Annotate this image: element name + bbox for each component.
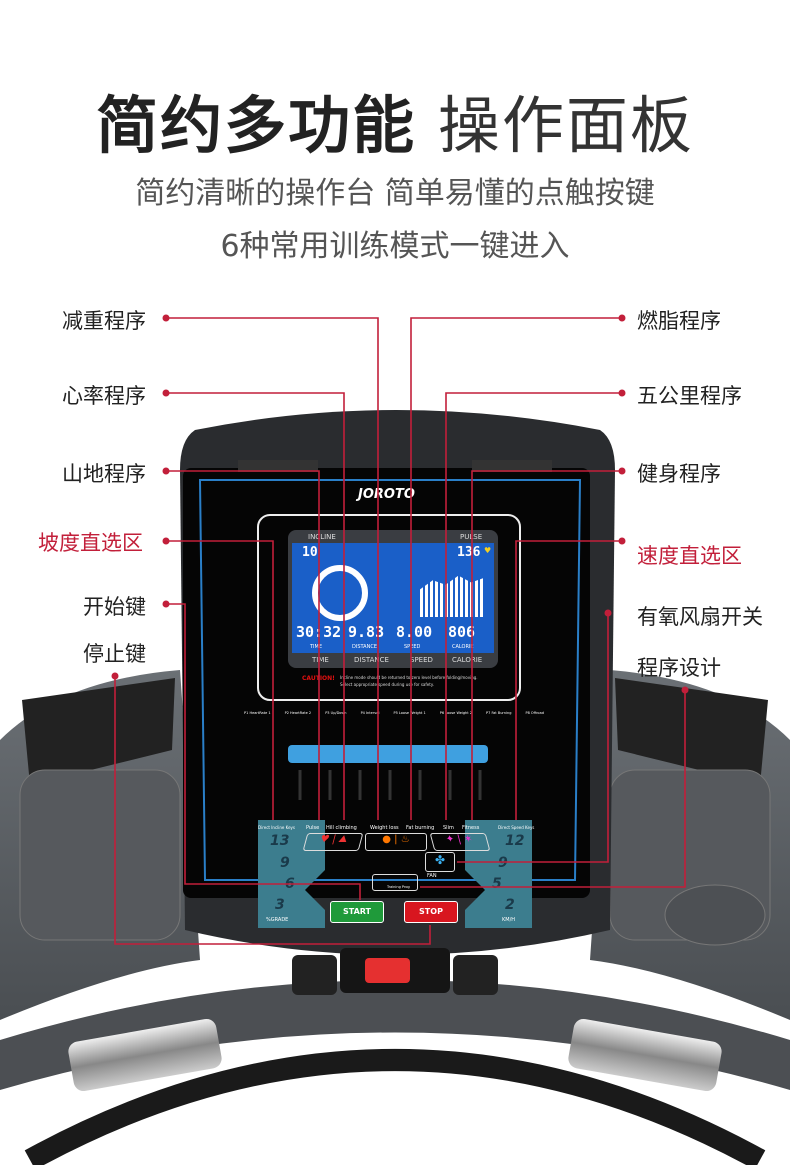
weight-fat-button[interactable]: ● | ♨ (365, 833, 427, 851)
lcd-sub-time: TIME (310, 644, 323, 650)
callout-heart-rate: 心率程序 (62, 384, 146, 408)
callout-fat-burning: 燃脂程序 (637, 309, 721, 333)
lcd-bottom-distance: DISTANCE (354, 656, 389, 664)
lcd-sub-calorie: CALORIE (452, 644, 474, 650)
program-p8: P8 Offroad (525, 711, 544, 715)
speed-key-2[interactable]: 2 (505, 897, 515, 913)
lcd-pulse-label: PULSE (460, 533, 483, 541)
lcd-incline-label: INCLINE (308, 533, 336, 541)
speed-unit: KM/H (502, 917, 516, 923)
training-prog-button[interactable]: Training Prog (372, 874, 418, 891)
incline-key-13[interactable]: 13 (270, 833, 290, 849)
mode-label-slim: Slim (443, 825, 454, 831)
callout-hill: 山地程序 (62, 462, 146, 486)
incline-key-3[interactable]: 3 (275, 897, 285, 913)
program-p1: P1 HeartRate 1 (244, 711, 271, 715)
track-graphic (312, 565, 368, 621)
callout-5km: 五公里程序 (637, 384, 742, 408)
program-p7: P7 Fat Burning (486, 711, 512, 715)
callout-weight-loss: 减重程序 (62, 309, 146, 333)
title-light: 操作面板 (437, 89, 694, 162)
lcd-incline-value: 10 (302, 545, 318, 560)
lcd-distance: 9.83 (348, 623, 385, 641)
speed-keys-title: Direct Speed Keys (498, 825, 535, 830)
callout-stop: 停止键 (83, 642, 146, 666)
caution-text-1: Incline mode should be returned to zero … (340, 675, 478, 680)
page-title: 简约多功能 操作面板 (0, 75, 790, 165)
treadmill-illustration (0, 410, 790, 1165)
lcd-display: INCLINE PULSE 10 136 ♥ 30:32 9.83 8.00 8… (288, 530, 498, 668)
incline-key-9[interactable]: 9 (280, 855, 290, 871)
lcd-speed: 8.00 (396, 623, 433, 641)
right-speaker (615, 678, 768, 785)
subtitle-1: 简约清晰的操作台 简单易懂的点触按键 (135, 176, 655, 211)
mode-label-hill: Hill climbing (326, 825, 357, 831)
callout-speed-keys: 速度直选区 (637, 544, 742, 568)
callout-fitness: 健身程序 (637, 462, 721, 486)
program-p2: P2 HeartRate 2 (284, 711, 312, 715)
mode-label-fat: Fat burning (406, 825, 435, 831)
speed-key-12[interactable]: 12 (505, 833, 525, 849)
mode-label-pulse: Pulse (306, 825, 320, 831)
caution-text-2: Select appropriate speed during use for … (340, 682, 434, 687)
program-p5: P5 Loose Weight 1 (393, 711, 426, 715)
lcd-bottom-calorie: CALORIE (452, 656, 483, 664)
training-prog-label: Training Prog (387, 885, 410, 889)
speed-key-9[interactable]: 9 (498, 855, 508, 871)
program-strip: P1 HeartRate 1 P2 HeartRate 2 P3 Up/Down… (244, 710, 544, 716)
speed-key-5[interactable]: 5 (492, 876, 502, 892)
title-bold: 简约多功能 (96, 89, 417, 162)
left-speaker (22, 678, 175, 785)
lcd-bottom-time: TIME (312, 656, 329, 664)
lcd-sub-distance: DISTANCE (352, 644, 377, 650)
profile-graph (420, 575, 484, 617)
mode-label-weight: Weight loss (370, 825, 399, 831)
subtitle-2: 6种常用训练模式一键进入 (220, 229, 570, 264)
incline-keys-title: Direct Incline Keys (258, 825, 295, 830)
lcd-calorie: 806 (448, 623, 476, 641)
lcd-pulse-value: 136 (457, 545, 481, 560)
callout-start: 开始键 (83, 595, 146, 619)
callout-incline-keys: 坡度直选区 (38, 531, 143, 555)
stop-button[interactable]: STOP (404, 901, 458, 923)
callout-fan: 有氧风扇开关 (637, 605, 763, 629)
brand-logo: JOROTO (358, 487, 415, 502)
fan-button[interactable]: ✤ (425, 852, 455, 872)
heart-icon: ♥ (484, 546, 492, 555)
program-p3: P3 Up/Down (325, 711, 347, 715)
callout-program: 程序设计 (637, 656, 721, 680)
incline-unit: %GRADE (266, 917, 289, 923)
lcd-bottom-speed: SPEED (410, 656, 433, 664)
fan-icon: ✤ (434, 853, 446, 867)
lcd-sub-speed: SPEED (404, 644, 421, 650)
fan-label: FAN (427, 873, 437, 879)
start-button[interactable]: START (330, 901, 384, 923)
program-p6: P6 Loose Weight 2 (439, 711, 472, 715)
program-p4: P4 Interval (360, 711, 380, 715)
mode-label-fitness: Fitness (462, 825, 480, 831)
